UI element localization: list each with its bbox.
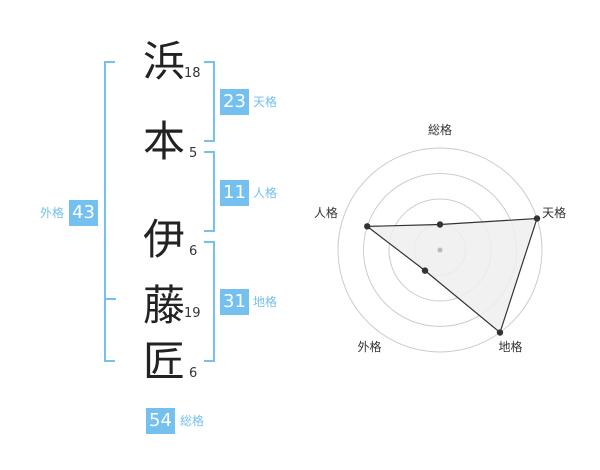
- stroke-count-1: 18: [184, 66, 201, 81]
- radar-axis-label-5: 人格: [314, 205, 338, 220]
- chikaku-label: 地格: [253, 295, 278, 309]
- stroke-count-5: 6: [189, 366, 198, 381]
- gaikaku-bracket: [104, 61, 115, 362]
- radar-axis-label-2: 天格: [542, 205, 566, 220]
- radar-grid-ring-4: [337, 147, 543, 353]
- chikaku-value-badge: 31: [220, 289, 249, 315]
- gaikaku-value-badge: 43: [69, 200, 98, 226]
- radar-point-3: [496, 329, 504, 336]
- radar-series-area: [365, 217, 538, 334]
- stroke-count-4: 19: [184, 306, 201, 321]
- tenkaku-label: 天格: [253, 95, 278, 109]
- name-char-4: 藤: [142, 281, 185, 330]
- gaikaku-label: 外格: [40, 206, 65, 220]
- jinkaku-label: 人格: [253, 186, 278, 200]
- radar-point-2: [533, 215, 541, 222]
- jinkaku-bracket: [204, 151, 215, 232]
- chikaku-bracket: [204, 241, 215, 362]
- stroke-count-2: 5: [189, 146, 198, 161]
- gaikaku-bracket-divider: [104, 298, 116, 300]
- radar-axis-label-1: 総格: [428, 122, 452, 137]
- radar-point-4: [421, 267, 429, 274]
- stroke-count-3: 6: [189, 244, 198, 259]
- soukaku-value-badge: 54: [146, 408, 175, 434]
- soukaku-label: 総格: [180, 414, 205, 428]
- jinkaku-value-badge: 11: [220, 180, 249, 206]
- tenkaku-bracket: [204, 61, 215, 142]
- radar-center-dot: [437, 247, 443, 253]
- radar-axis-label-3: 地格: [499, 339, 523, 354]
- radar-axis-label-4: 外格: [357, 339, 381, 354]
- radar-point-1: [436, 221, 444, 228]
- radar-point-5: [364, 223, 371, 230]
- name-char-3: 伊: [142, 215, 185, 264]
- name-char-2: 本: [142, 117, 185, 166]
- name-char-1: 浜: [142, 37, 185, 86]
- tenkaku-value-badge: 23: [220, 89, 249, 115]
- name-char-5: 匠: [142, 337, 185, 386]
